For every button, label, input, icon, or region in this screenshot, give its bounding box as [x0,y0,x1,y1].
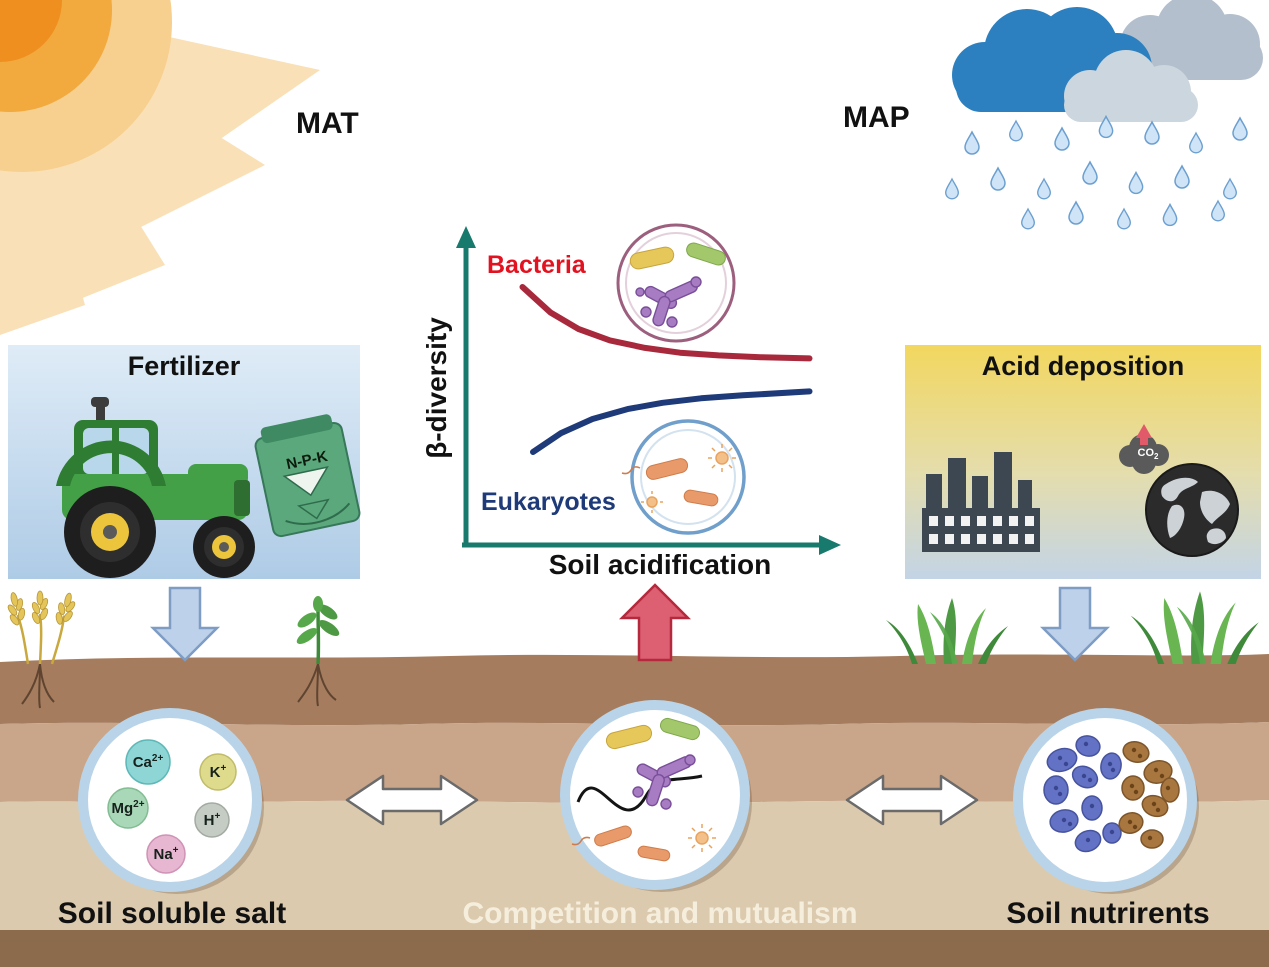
sun-icon [0,0,320,335]
soil-nutrients-circle [1013,708,1199,894]
acidification-up-arrow-icon [618,583,692,662]
competition-mutualism-label: Competition and mutualism [462,897,858,930]
grass-tuft-left-icon [886,598,1008,664]
chart-x-axis-label: Soil acidification [548,549,772,580]
acid-down-arrow-icon [1039,586,1111,662]
mat-label: MAT [296,107,359,140]
soil-soluble-salt-label: Soil soluble salt [57,897,287,930]
ion-label-na: Na+ [153,845,179,863]
diversity-chart [456,226,841,555]
soil-nutrients-label: Soil nutrirents [1006,897,1210,930]
bacteria-series-label: Bacteria [487,251,586,279]
fertilizer-down-arrow-icon [149,586,221,662]
curve-bacteria [519,284,813,362]
seedling-icon [296,596,340,665]
tractor-icon [56,397,255,578]
petri-dish-bacteria-icon [616,223,736,343]
co2-smoke-icon [1119,424,1169,474]
curve-eukaryotes [530,388,813,455]
double-arrow-right-icon [845,774,979,826]
raindrops-icon [945,115,1248,230]
npk-bag-icon [254,414,361,538]
wheat-plant-icon [2,589,80,668]
ion-label-h: H+ [203,811,221,829]
chart-y-axis-label: β-diversity [421,317,452,459]
co2-label: CO2 [1137,447,1159,462]
ion-label-k: K+ [209,763,227,781]
rain-clouds-icon [952,0,1263,122]
soluble-salt-circle [78,708,264,894]
grass-tuft-right-icon [1130,591,1259,664]
microbe-community-circle [560,700,752,892]
ion-label-mg: Mg2+ [111,799,145,817]
globe-icon [1145,463,1239,557]
double-arrow-left-icon [345,774,479,826]
map-label: MAP [843,101,910,134]
factory-icon [922,452,1040,552]
petri-dish-eukaryotes-icon [621,419,746,535]
eukaryotes-series-label: Eukaryotes [481,488,616,516]
fertilizer-title: Fertilizer [127,351,241,381]
ion-label-ca: Ca2+ [132,753,164,771]
acid-deposition-title: Acid deposition [981,351,1185,381]
roots-icon [21,663,337,709]
